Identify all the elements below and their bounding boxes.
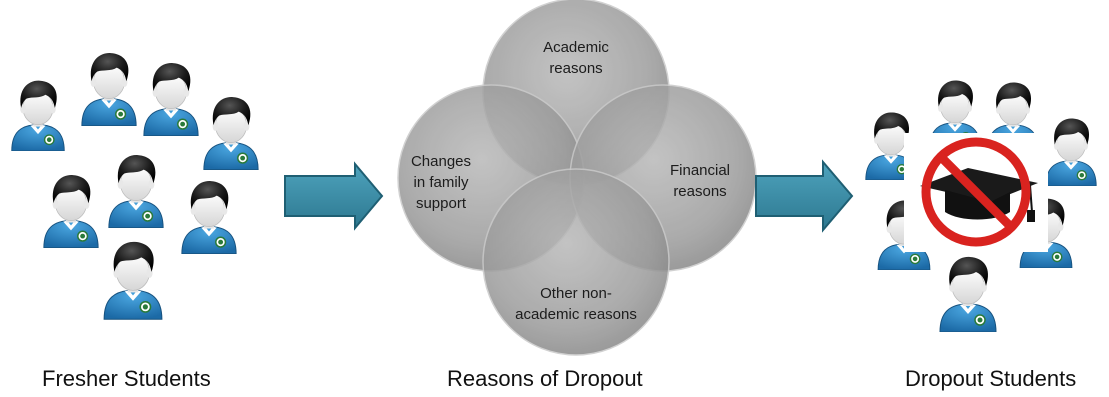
student-avatar-icon (203, 96, 259, 170)
reason-academic-line2: reasons (549, 60, 602, 77)
reason-other-line2: academic reasons (515, 306, 637, 323)
reason-academic-line1: Academic (543, 39, 609, 56)
student-avatar-icon (181, 180, 237, 254)
reason-other-line1: Other non- (540, 285, 612, 302)
dropout-students-group (865, 79, 1097, 332)
fresher-students-label: Fresher Students (42, 366, 211, 391)
dropout-students-label: Dropout Students (905, 366, 1077, 391)
flow-arrow-icon (755, 159, 854, 233)
student-avatar-icon (81, 52, 137, 126)
reasons-of-dropout-label: Reasons of Dropout (447, 366, 643, 391)
student-avatar-icon (11, 79, 65, 151)
no-graduation-cap-icon (904, 133, 1048, 252)
student-avatar-icon (108, 154, 164, 228)
student-avatar-icon (1045, 117, 1097, 186)
reason-financial-line2: reasons (673, 183, 726, 200)
fresher-students-group (11, 52, 259, 320)
student-avatar-icon (43, 174, 99, 248)
flow-arrow-icon (284, 161, 384, 231)
student-avatar-icon (939, 256, 997, 332)
reason-family-line2: in family (413, 174, 469, 191)
reason-family-line3: support (416, 195, 467, 212)
student-avatar-icon (103, 241, 163, 320)
reason-financial-line1: Financial (670, 162, 730, 179)
student-avatar-icon (143, 62, 199, 136)
reason-family-line1: Changes (411, 153, 471, 170)
reasons-venn-diagram: Academic reasons Financial reasons Chang… (397, 0, 757, 356)
venn-circle-other (482, 168, 670, 356)
